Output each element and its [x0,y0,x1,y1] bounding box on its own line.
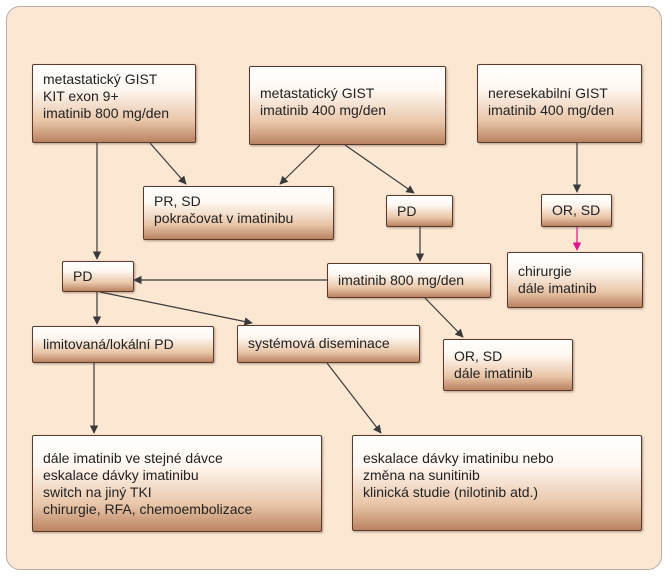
box-line: klinická studie (nilotinib atd.) [363,484,539,500]
box-line: imatinib 800 mg/den [43,105,170,121]
box-line: PD [73,268,93,284]
box-line: chirurgie, RFA, chemoembolizace [43,501,253,517]
box-line: dále imatinib ve stejné dávce [43,450,223,466]
box-pd-left: PD [62,261,134,292]
arrow-kit-to-prsd [149,142,187,185]
box-line: OR, SD [454,348,503,364]
box-line: chirurgie [518,263,572,279]
arrow-400-to-pd [344,144,415,194]
arrow-imatinib800-to-orsd [424,297,464,338]
arrow-400-to-prsd [279,144,321,185]
box-line: pokračovat v imatinibu [154,210,294,226]
box-line: imatinib 800 mg/den [338,272,465,288]
box-line: KIT exon 9+ [43,88,119,104]
box-line: metastatický GIST [43,71,158,87]
box-line: imatinib 400 mg/den [260,102,387,118]
box-pr-sd: PR, SD pokračovat v imatinibu [143,186,334,240]
box-line: dále imatinib [454,365,533,381]
box-pd-middle: PD [386,195,453,227]
box-metastaticky-gist-400: metastatický GIST imatinib 400 mg/den [249,66,446,145]
box-line: eskalace dávky imatinibu nebo [363,450,554,466]
box-chirurgie: chirurgie dále imatinib [507,252,643,308]
box-line: switch na jiný TKI [43,484,152,500]
box-line: metastatický GIST [260,85,375,101]
box-line: změna na sunitinib [363,467,480,483]
box-eskalace: eskalace dávky imatinibu nebo změna na s… [352,435,642,531]
arrow-systemova-to-eskalace [326,362,382,434]
box-limitovana-pd: limitovaná/lokální PD [32,326,214,363]
box-line: dále imatinib [518,280,597,296]
box-line: eskalace dávky imatinibu [43,467,199,483]
box-imatinib-800: imatinib 800 mg/den [327,263,491,298]
box-line: neresekabilní GIST [488,85,608,101]
box-line: imatinib 400 mg/den [488,102,615,118]
box-line: limitovaná/lokální PD [43,336,174,352]
box-or-sd-right: OR, SD [541,194,612,227]
box-dale-imatinib: dále imatinib ve stejné dávce eskalace d… [32,435,322,532]
box-neresekabilni-gist: neresekabilní GIST imatinib 400 mg/den [477,64,642,143]
box-systemova-diseminace: systémová diseminace [237,325,420,363]
box-line: PR, SD [154,193,201,209]
box-line: OR, SD [552,202,601,218]
arrow-pd-to-systemova [99,291,253,326]
box-or-sd-bottom: OR, SD dále imatinib [443,339,573,391]
box-metastaticky-gist-kit: metastatický GIST KIT exon 9+ imatinib 8… [32,64,196,143]
box-line: PD [397,203,417,219]
box-line: systémová diseminace [248,335,390,351]
